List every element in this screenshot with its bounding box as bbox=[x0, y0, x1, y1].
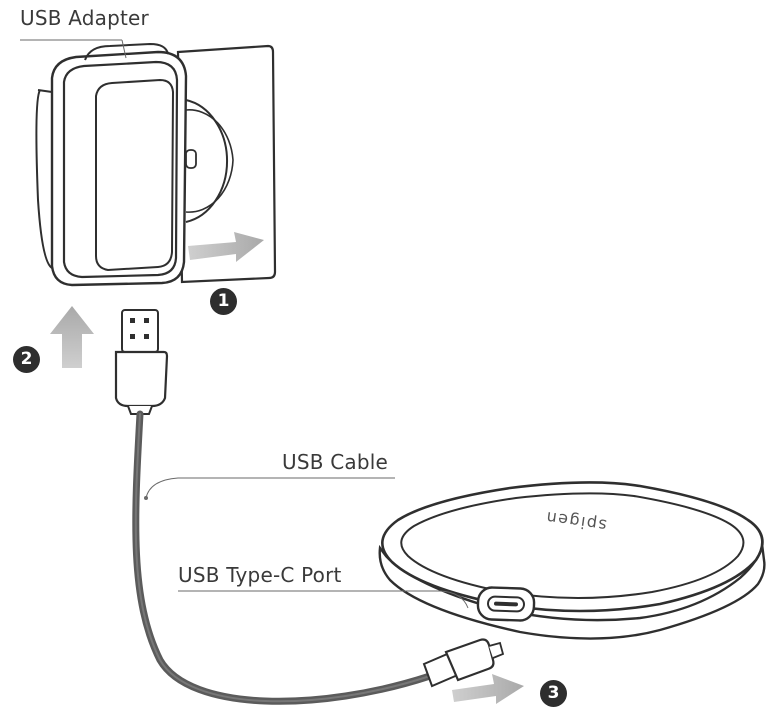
usb-adapter-label: USB Adapter bbox=[20, 6, 149, 30]
usb-adapter bbox=[35, 42, 188, 287]
usb-adapter-leader-tick bbox=[121, 39, 127, 59]
step-1-badge: 1 bbox=[210, 288, 237, 315]
usb-cable-leader bbox=[145, 477, 395, 499]
usb-a-connector bbox=[114, 309, 169, 415]
wall-outlet bbox=[176, 44, 277, 284]
usb-c-connector bbox=[422, 638, 505, 688]
arrow-icon-step-1 bbox=[188, 232, 264, 262]
step-3-badge: 3 bbox=[540, 680, 567, 707]
arrow-icon-step-3 bbox=[452, 674, 524, 704]
usb-type-c-port-leader bbox=[178, 590, 469, 609]
step-2-badge: 2 bbox=[13, 346, 40, 373]
usb-type-c-port-label: USB Type-C Port bbox=[178, 563, 342, 587]
arrow-icon-step-2 bbox=[50, 306, 94, 368]
usb-cable-label: USB Cable bbox=[282, 450, 388, 474]
wireless-charger: spigen bbox=[378, 481, 766, 640]
